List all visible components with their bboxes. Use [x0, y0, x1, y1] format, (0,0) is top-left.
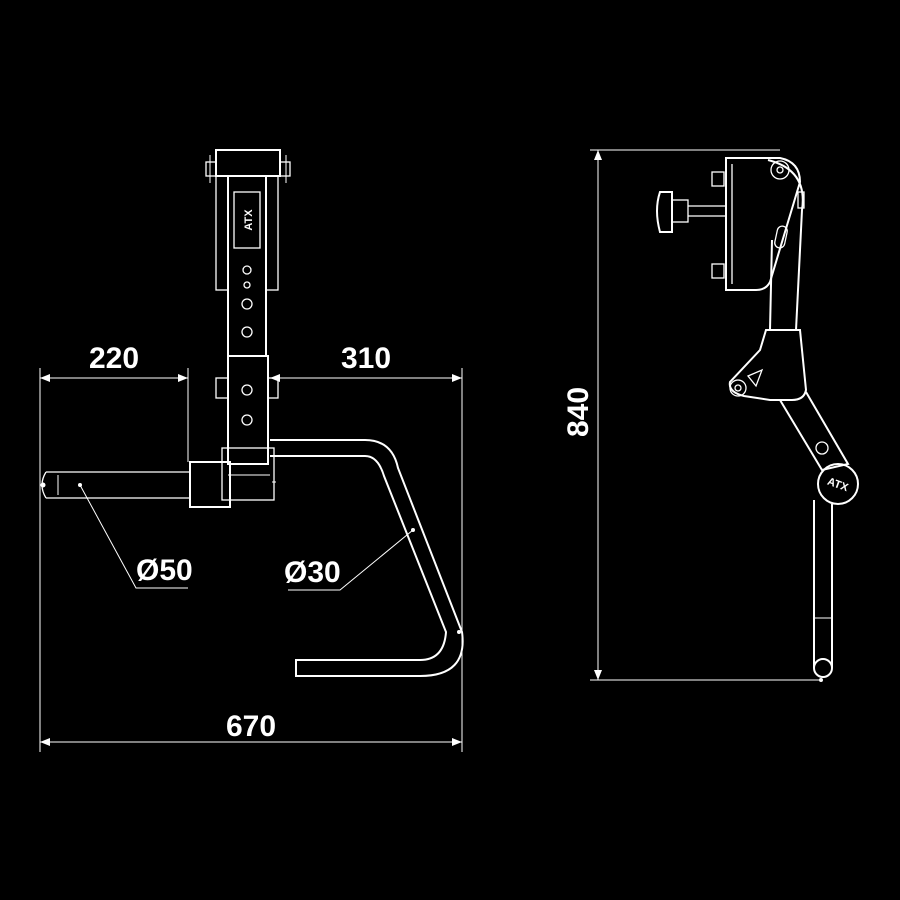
side-plate-left — [215, 175, 229, 291]
dim-840-label: 840 — [562, 387, 595, 437]
collar-left — [215, 377, 229, 399]
hole — [242, 265, 252, 275]
knob — [656, 191, 673, 233]
side-bolt-bottom — [711, 263, 725, 279]
front-view: ATX — [40, 149, 464, 677]
side-bolt-top — [711, 171, 725, 187]
hole — [241, 414, 253, 426]
bolt-left — [205, 161, 217, 177]
pivot-top-inner — [776, 166, 784, 174]
hole — [241, 326, 253, 338]
arm-lower — [779, 391, 850, 472]
logo-front: ATX — [243, 209, 255, 231]
front-dimensions: 220 310 670 Ø50 Ø30 — [39, 342, 463, 752]
lower-column — [227, 355, 269, 465]
dim-670-label: 670 — [226, 710, 276, 743]
hole — [241, 384, 253, 396]
leader-phi50 — [79, 484, 188, 589]
middle-marker — [746, 368, 764, 388]
knob-collar — [671, 199, 689, 223]
logo-plate — [233, 191, 261, 249]
bar-side-end-dot — [819, 678, 823, 682]
handle-end-dot — [40, 482, 46, 488]
side-view: ATX — [656, 157, 859, 682]
hole — [241, 298, 253, 310]
lower-hole — [815, 441, 829, 455]
leader-phi30 — [288, 529, 414, 591]
base-block — [221, 447, 275, 501]
handle-hub — [817, 463, 859, 505]
arm-slot — [774, 225, 788, 249]
mount-plate — [725, 157, 802, 291]
pivot-middle — [729, 379, 747, 397]
bolt-right — [279, 161, 291, 177]
dim-220-label: 220 — [89, 342, 139, 375]
top-bracket — [215, 149, 281, 177]
pivot-middle-inner — [734, 384, 742, 392]
handle-sleeve — [189, 461, 231, 508]
bar-side-end — [813, 658, 833, 678]
callout-phi30: Ø30 — [284, 556, 341, 589]
collar-right — [267, 377, 279, 399]
callout-phi50: Ø50 — [136, 554, 193, 587]
dim-310-label: 310 — [341, 342, 391, 375]
bent-bar — [270, 439, 464, 677]
bar-end-dot — [457, 630, 461, 634]
hole — [243, 281, 251, 289]
arm-tab — [797, 191, 805, 209]
side-dimension: 840 — [562, 149, 820, 681]
logo-side: ATX — [826, 476, 851, 495]
side-plate-right — [265, 175, 279, 291]
arm-upper — [767, 159, 804, 331]
